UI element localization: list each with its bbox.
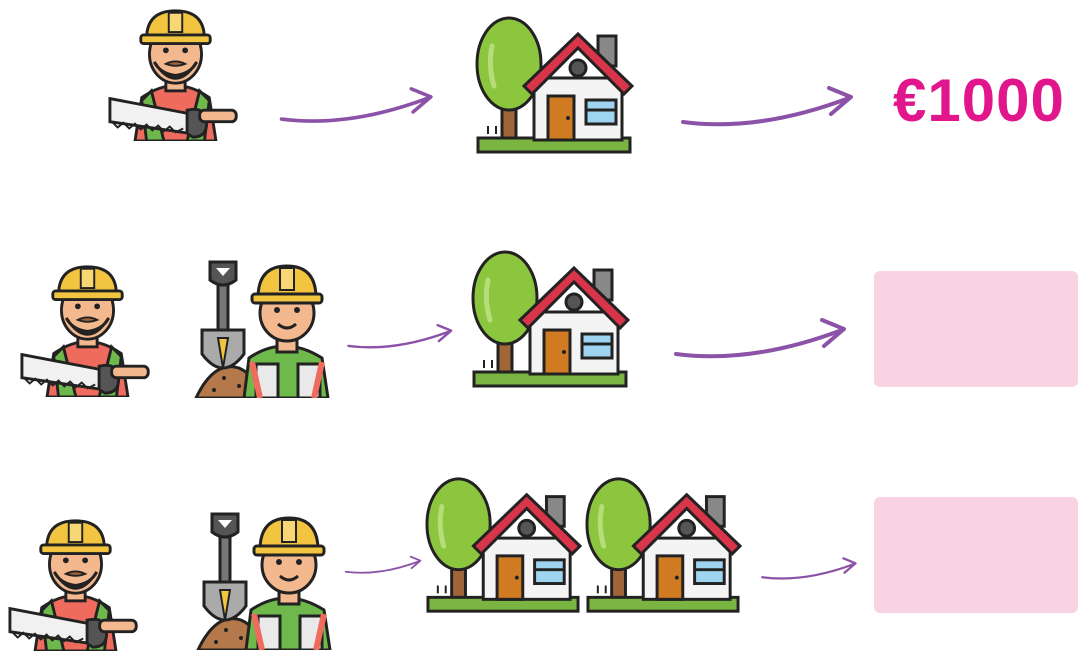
house-with-tree-icon (470, 250, 630, 390)
price-value: €1000 (893, 66, 1065, 136)
arrow-icon (672, 316, 852, 366)
house-with-tree-icon (474, 16, 634, 156)
builder-with-saw-icon (8, 516, 143, 651)
builder-with-saw-icon (108, 6, 243, 141)
answer-box[interactable] (874, 497, 1078, 613)
house-with-tree-icon (584, 476, 742, 616)
house-with-tree-icon (424, 476, 582, 616)
builder-with-shovel-icon (196, 510, 336, 650)
arrow-icon (346, 318, 456, 358)
answer-box[interactable] (874, 271, 1078, 387)
arrow-icon (278, 85, 438, 130)
arrow-icon (674, 84, 864, 134)
builder-with-shovel-icon (194, 258, 334, 398)
arrow-icon (344, 550, 424, 582)
builder-with-saw-icon (20, 262, 155, 397)
arrow-icon (760, 552, 860, 588)
